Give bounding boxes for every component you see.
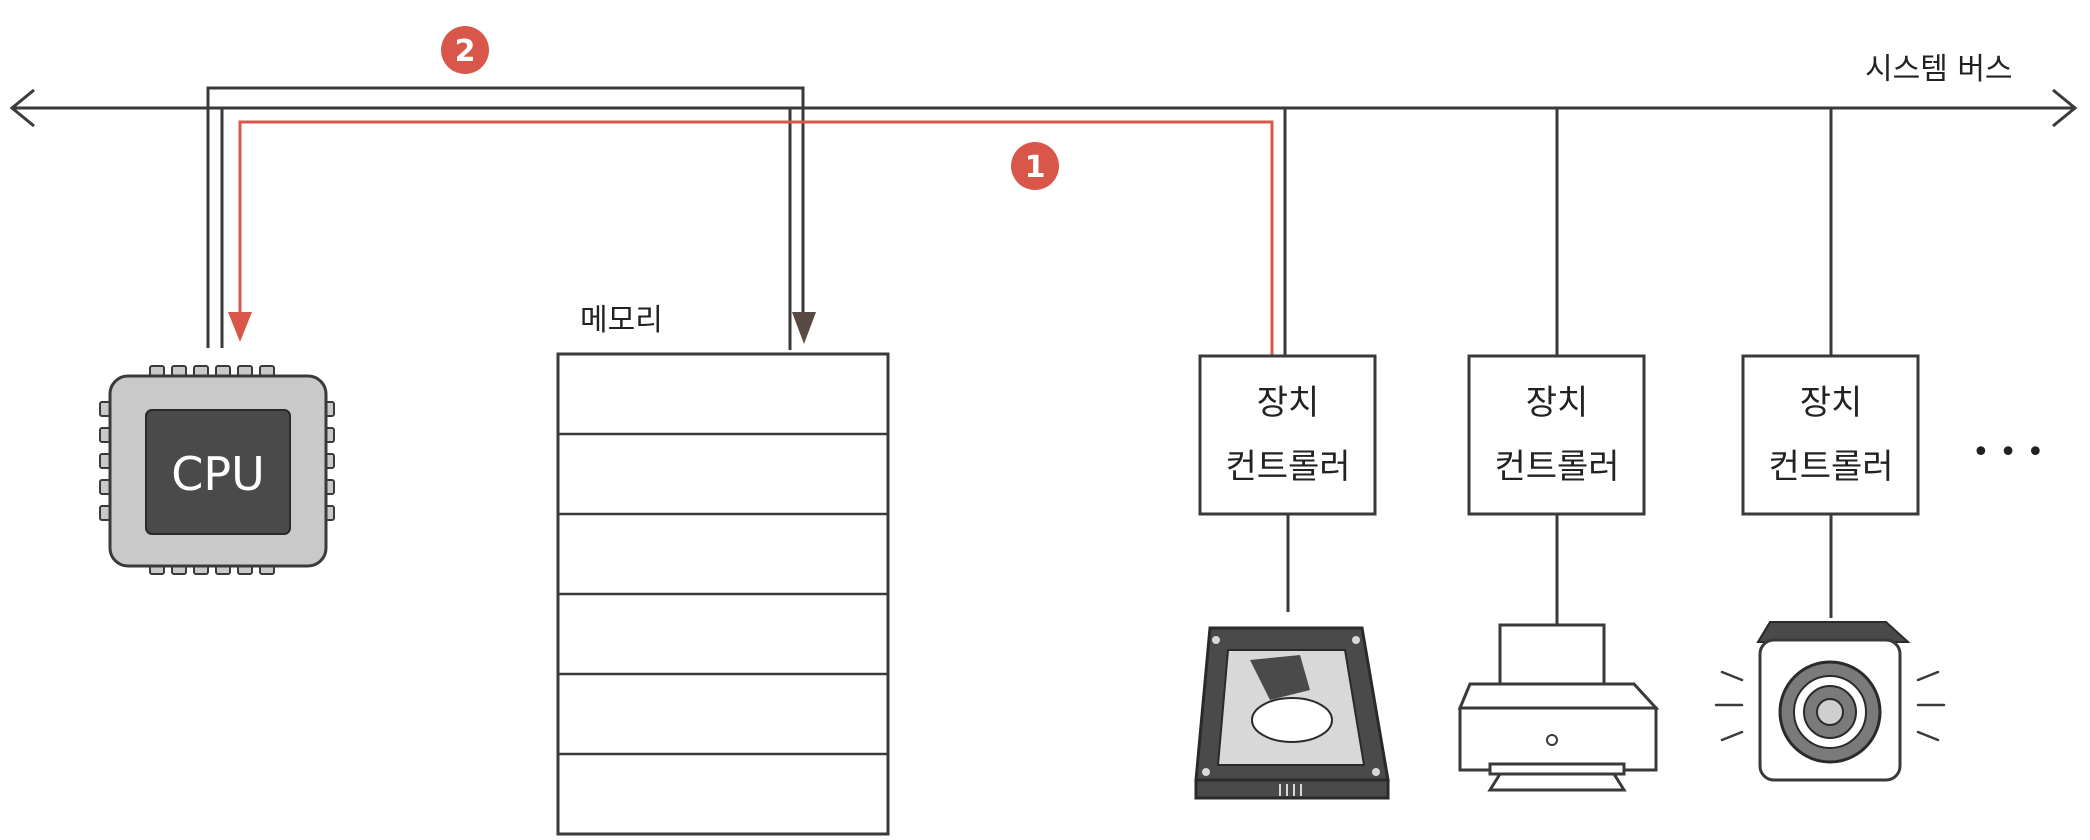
path-2-memory-to-cpu [206,86,816,350]
cpu-chip: CPU [99,365,335,575]
memory-block: 메모리 [556,303,890,836]
controller-2-line2: 컨트롤러 [1494,447,1619,487]
device-controller-2: 장치 컨트롤러 [1467,108,1646,625]
step-2-number: 2 [455,34,476,69]
device-controller-1: 장치 컨트롤러 [1198,354,1377,612]
memory-label: 메모리 [580,303,663,338]
path-1-arrowhead [228,312,252,342]
path-2-arrowhead [792,312,816,344]
hard-disk-icon [1194,626,1390,800]
bus-label: 시스템 버스 [1865,52,2013,87]
path-1-controller-to-cpu [228,108,1287,355]
step-1-number: 1 [1025,150,1046,185]
more-devices-ellipsis: • • • [1972,435,2044,470]
controller-3-line2: 컨트롤러 [1768,447,1893,487]
sound-wave-line [1916,730,1940,742]
step-2-badge: 2 [441,26,489,74]
bus-left-arrowhead [9,88,35,128]
device-controller-3: 장치 컨트롤러 [1741,108,1920,618]
system-bus: 시스템 버스 [9,52,2078,128]
bus-right-arrowhead [2052,88,2078,128]
controller-3-line1: 장치 [1800,383,1863,423]
sound-wave-line [1916,670,1940,682]
printer-icon [1457,623,1660,792]
speaker-icon [1714,621,1946,782]
controller-2-line1: 장치 [1526,383,1589,423]
cpu-label: CPU [171,447,265,501]
step-1-badge: 1 [1011,142,1059,190]
controller-1-line1: 장치 [1257,383,1320,423]
sound-wave-line [1720,730,1744,742]
sound-wave-line [1720,670,1744,682]
controller-1-line2: 컨트롤러 [1225,447,1350,487]
